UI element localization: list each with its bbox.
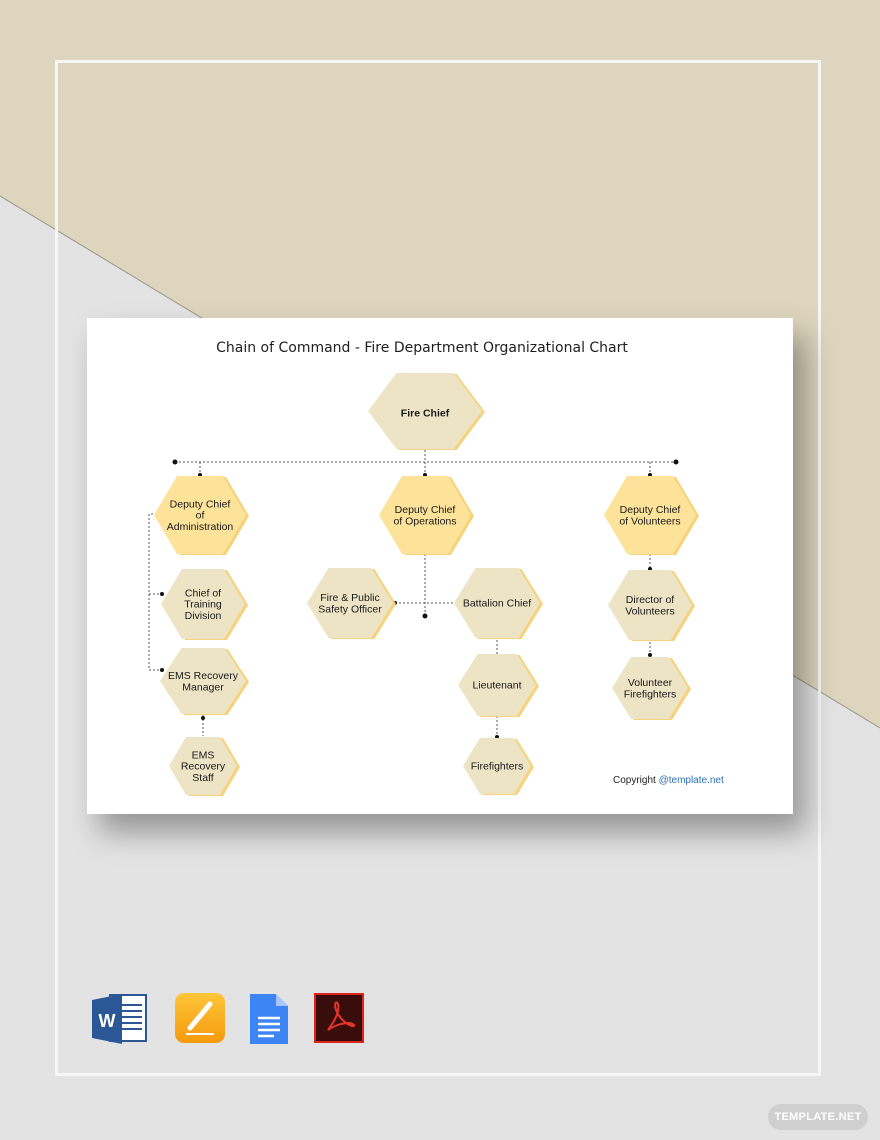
node-label-line: Fire & Public xyxy=(320,592,380,604)
hexagon-shape xyxy=(612,657,688,719)
node-label: Fire Chief xyxy=(401,407,450,419)
word-icon[interactable]: W xyxy=(92,992,148,1046)
node-label: Lieutenant xyxy=(472,680,521,692)
node-label-line: Volunteer xyxy=(628,677,673,689)
node-label-line: Fire Chief xyxy=(401,407,450,419)
pdf-icon[interactable] xyxy=(314,992,364,1046)
node-label-line: Chief of xyxy=(185,587,221,599)
hexagon-shape xyxy=(169,737,237,795)
hexagon-shape xyxy=(161,569,245,639)
node-label-line: Safety Officer xyxy=(318,603,382,615)
node-label-line: Recovery xyxy=(181,761,226,773)
connector-dot xyxy=(201,716,205,720)
node-label-line: of Volunteers xyxy=(619,515,680,527)
copyright-line: Copyright @template.net xyxy=(613,775,724,786)
hexagon-shape xyxy=(160,648,246,714)
chart-title: Chain of Command - Fire Department Organ… xyxy=(216,340,628,356)
node-label-line: of Operations xyxy=(393,515,456,527)
node-label-line: Deputy Chief xyxy=(170,498,231,510)
node-label-line: EMS Recovery xyxy=(168,670,239,682)
copyright-prefix: Copyright xyxy=(613,775,659,786)
node-label-line: Administration xyxy=(167,521,234,533)
node-label-line: Director of xyxy=(626,594,675,606)
node-label-line: Staff xyxy=(192,772,213,784)
google-docs-icon[interactable] xyxy=(248,992,290,1046)
node-label-line: Training xyxy=(184,599,222,611)
connector-dot xyxy=(673,459,679,465)
node-label-line: of xyxy=(196,510,205,522)
hexagon-shape xyxy=(458,654,536,716)
hexagon-shape xyxy=(608,570,692,640)
node-label-line: EMS xyxy=(192,749,215,761)
hexagon-shape xyxy=(604,476,696,554)
node-label-line: Deputy Chief xyxy=(395,504,456,516)
hexagon-shape xyxy=(154,476,246,554)
node-label-line: Division xyxy=(185,610,222,622)
connector-dot xyxy=(160,668,164,672)
copyright-link[interactable]: @template.net xyxy=(658,775,724,786)
hexagon-shape xyxy=(307,568,393,638)
node-label-line: Firefighters xyxy=(624,688,677,700)
connector-dot xyxy=(648,653,652,657)
connector-dot xyxy=(172,459,178,465)
node-label-line: Lieutenant xyxy=(472,680,521,692)
node-label-line: Battalion Chief xyxy=(463,598,531,610)
node-fire-chief: Fire Chief xyxy=(368,373,485,450)
hexagon-shape xyxy=(454,568,540,638)
connector-dot xyxy=(422,613,428,619)
hexagon-shape xyxy=(368,373,482,449)
node-label-line: Volunteers xyxy=(625,605,675,617)
document-page: Chain of Command - Fire Department Organ… xyxy=(87,318,793,814)
template-net-watermark: TEMPLATE.NET xyxy=(768,1104,868,1130)
node-firefighters: Firefighters xyxy=(463,738,534,795)
node-label-line: Manager xyxy=(182,681,224,693)
node-label: Firefighters xyxy=(471,761,524,773)
svg-text:W: W xyxy=(99,1011,116,1031)
connector-dot xyxy=(160,592,164,596)
node-battalion: Battalion Chief xyxy=(454,568,543,639)
node-label-line: Deputy Chief xyxy=(620,504,681,516)
pages-icon[interactable] xyxy=(174,992,226,1046)
node-label: Battalion Chief xyxy=(463,598,531,610)
hexagon-shape xyxy=(463,738,531,794)
preview-frame xyxy=(55,60,821,1076)
node-lieutenant: Lieutenant xyxy=(458,654,539,717)
node-label-line: Firefighters xyxy=(471,761,524,773)
hexagon-shape xyxy=(379,476,471,554)
